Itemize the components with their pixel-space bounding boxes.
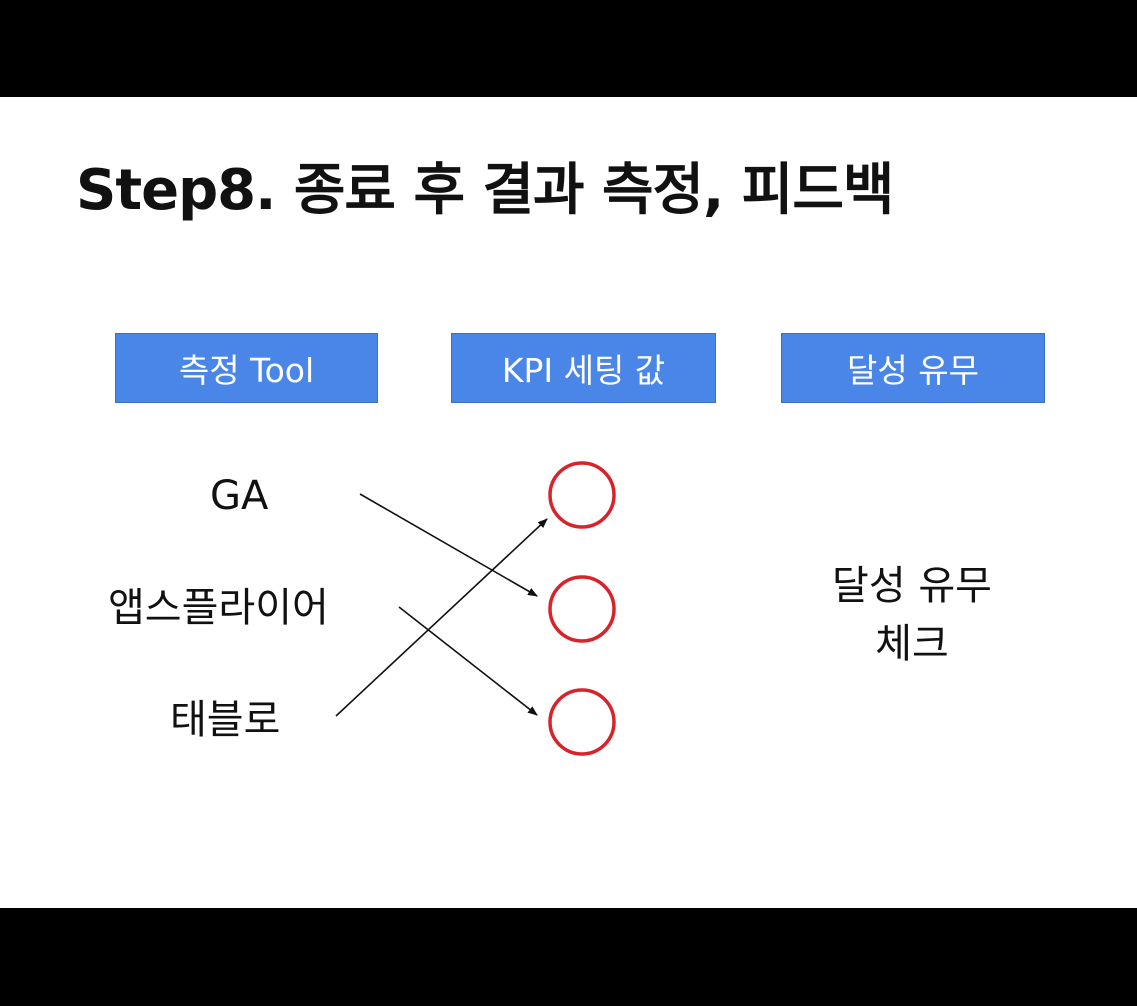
kpi-marker-circle-1 — [548, 461, 616, 529]
kpi-marker-circle-2 — [548, 575, 616, 643]
arrow-appsflyer-to-marker-3 — [398, 606, 538, 716]
arrow-tableau-to-marker-1 — [335, 518, 548, 717]
kpi-marker-circle-3 — [548, 688, 616, 756]
achievement-check-line-2: 체크 — [875, 621, 949, 667]
slide: Step8. 종료 후 결과 측정, 피드백 측정 Tool KPI 세팅 값 … — [0, 97, 1137, 908]
tool-label-appsflyer: 앱스플라이어 — [108, 585, 329, 631]
top-letterbox-bar — [0, 0, 1137, 97]
slide-title: Step8. 종료 후 결과 측정, 피드백 — [76, 158, 894, 223]
achievement-check-line-1: 달성 유무 — [832, 563, 992, 609]
header-kpi-setting: KPI 세팅 값 — [451, 333, 716, 403]
tool-label-ga: GA — [210, 473, 269, 519]
achievement-check-note: 달성 유무 체크 — [812, 557, 1012, 673]
bottom-letterbox-bar — [0, 908, 1137, 1006]
header-achievement: 달성 유무 — [781, 333, 1045, 403]
tool-label-tableau: 태블로 — [170, 697, 281, 743]
arrow-ga-to-marker-2 — [359, 493, 538, 597]
header-measure-tool: 측정 Tool — [115, 333, 378, 403]
